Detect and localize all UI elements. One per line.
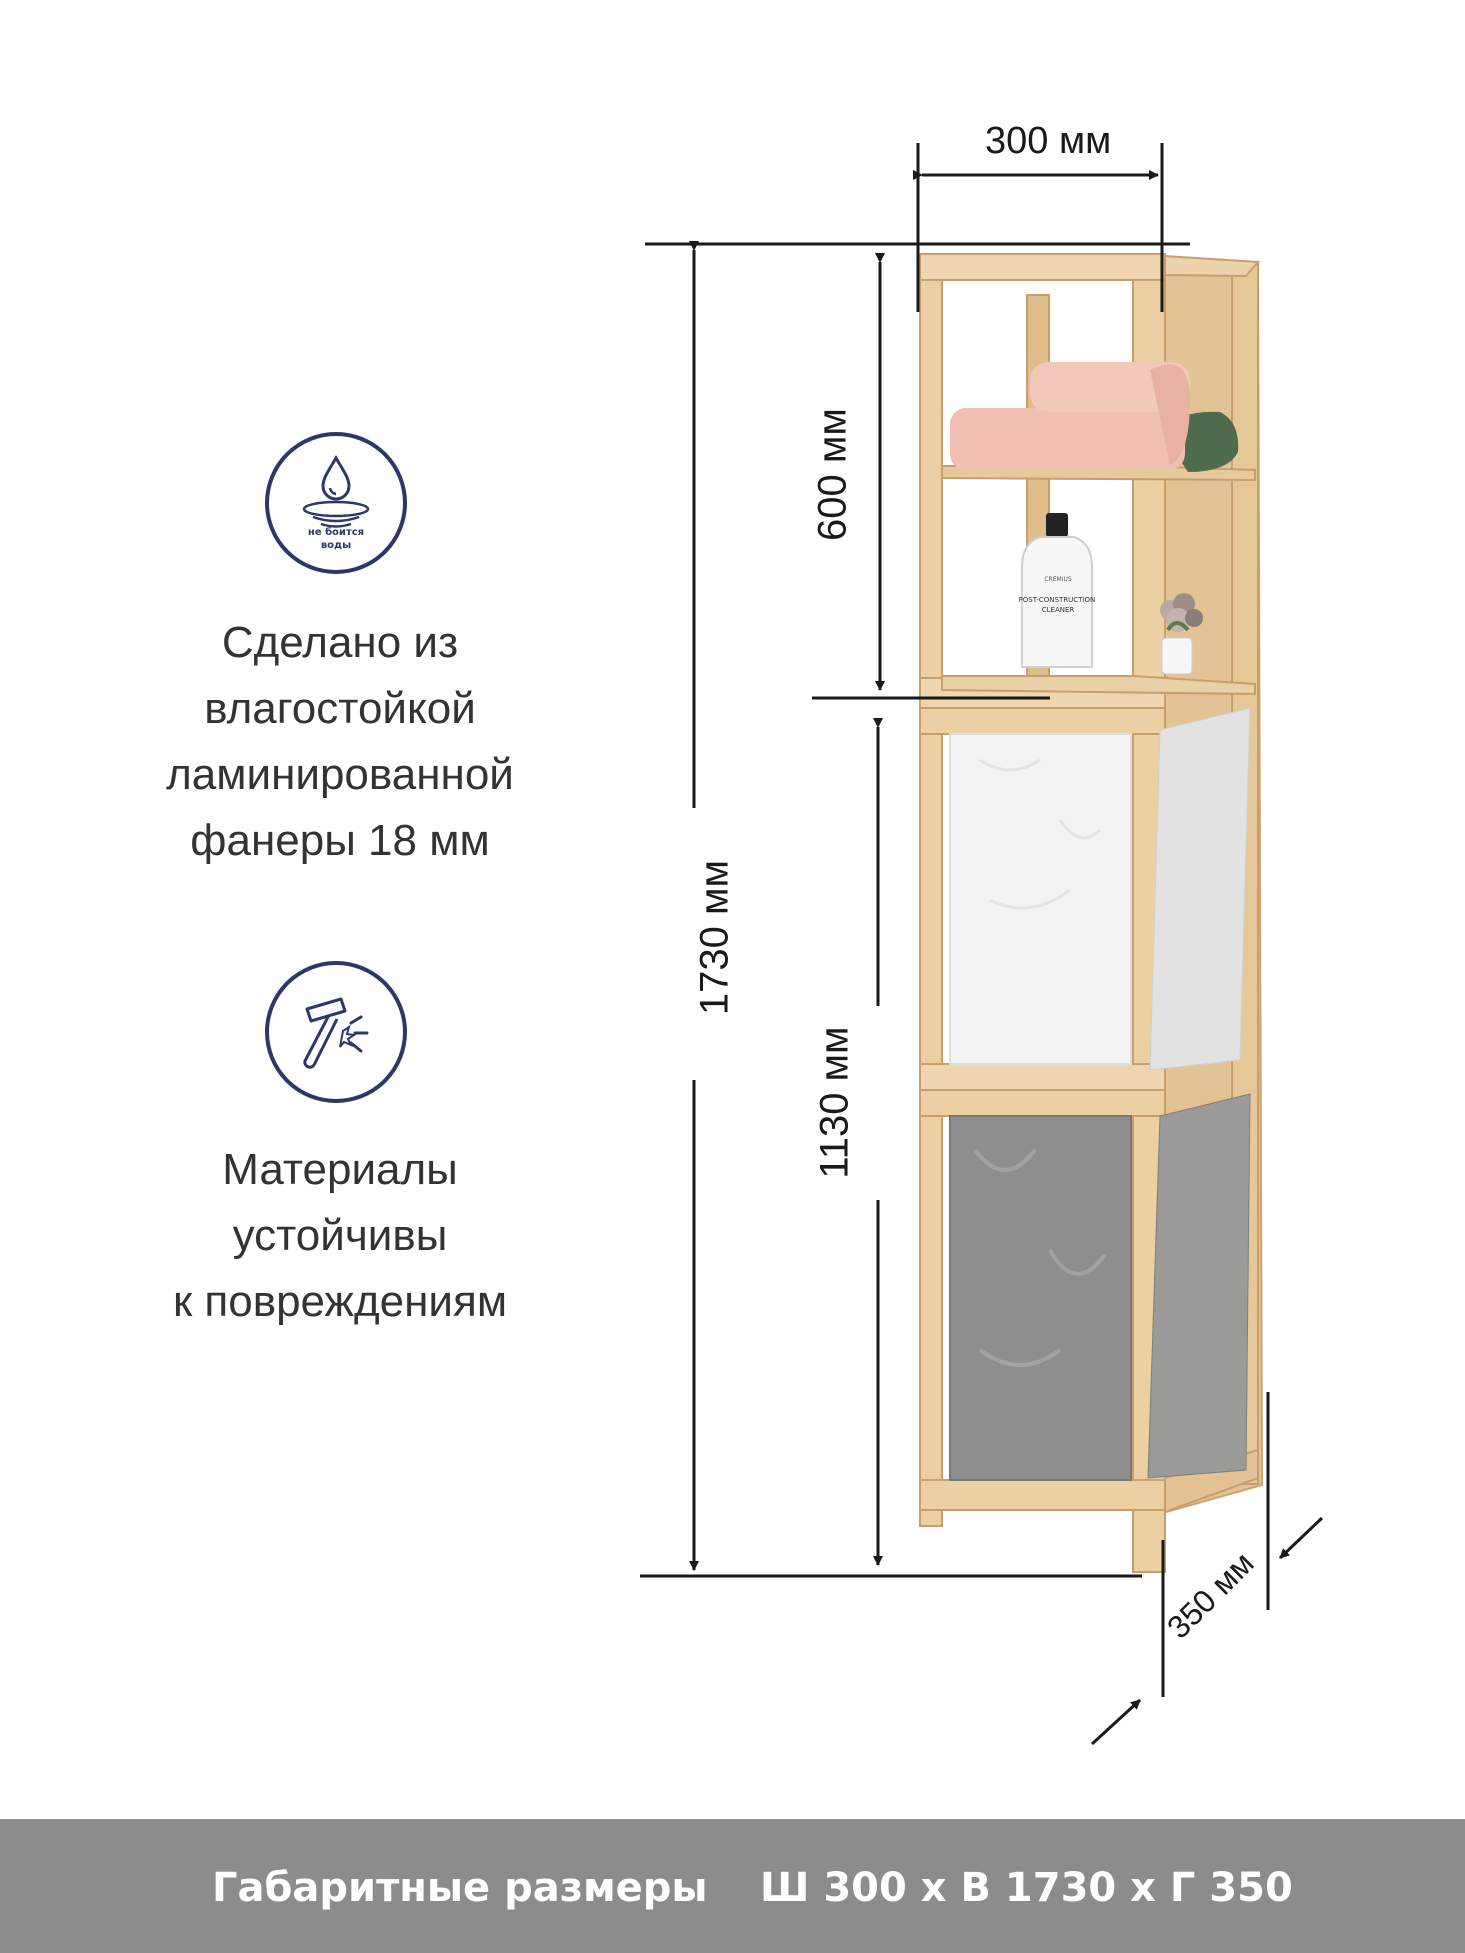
height-total-label: 1730 мм [692,859,737,1016]
water-drop-icon [302,455,370,528]
shelf-unit: CREMIUS POST-CONSTRUCTION CLEANER [918,253,1264,1573]
bottle-brand: CREMIUS [1044,576,1071,583]
bottle-name-line-2: CLEANER [1042,606,1075,614]
bottle-name: POST-CONSTRUCTION CLEANER [1019,596,1098,614]
damage-resistant-badge [265,961,407,1103]
grey-laundry-bag [949,1093,1251,1481]
dimension-lines [640,143,1324,1746]
towels [950,362,1239,472]
width-label: 300 мм [985,120,1112,162]
potted-plant [1160,593,1203,675]
hammer-impact-icon [303,997,369,1069]
shelf-section-label: 600 мм [810,408,855,541]
white-laundry-bag [949,707,1251,1071]
footer-bar: Габаритные размеры Ш 300 х В 1730 х Г 35… [0,1819,1465,1953]
icon-caption: не боится воды [307,527,365,551]
water-resistant-badge: не боится воды [265,432,407,574]
footer-label: Габаритные размеры [212,1865,708,1911]
depth-arrow-front [1090,1698,1142,1746]
bottle-name-line-1: POST-CONSTRUCTION [1019,596,1096,604]
feature-text-material: Сделано из влагостойкой ламинированной ф… [166,618,514,865]
feature-text-durability: Материалы устойчивы к повреждениям [172,1145,508,1326]
lower-shelf [941,675,1256,696]
front-left-post [919,253,943,1527]
depth-arrow-back [1278,1516,1324,1560]
basket-section-label: 1130 мм [812,1026,857,1179]
footer-value: Ш 300 х В 1730 х Г 350 [760,1865,1293,1911]
cleaner-bottle: CREMIUS POST-CONSTRUCTION CLEANER [1019,513,1098,668]
product-drawing: CREMIUS POST-CONSTRUCTION CLEANER [640,143,1324,1746]
